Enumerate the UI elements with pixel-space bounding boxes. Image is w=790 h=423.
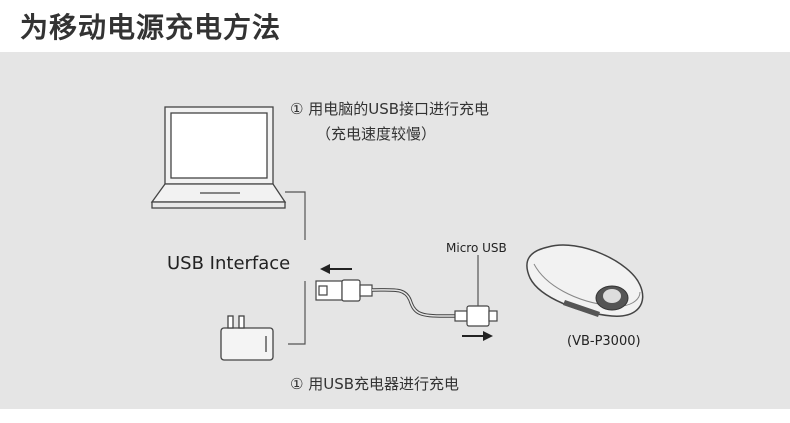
usb-interface-label: USB Interface [167,253,291,274]
laptop-icon [150,106,287,209]
left-arrow-icon [320,264,352,274]
right-arrow-icon [462,331,493,341]
power-bank-icon [526,244,644,317]
device-model-label: (VB-P3000) [567,334,641,349]
usb-a-plug-icon [315,279,373,302]
laptop-charging-note: （充电速度较慢） [316,125,437,143]
charger-charging-caption: ① 用USB充电器进行充电 [290,375,460,393]
instruction-panel [0,52,790,409]
laptop-charging-caption: ① 用电脑的USB接口进行充电 [290,100,490,118]
page-title: 为移动电源充电方法 [20,11,282,44]
micro-usb-label: Micro USB [446,241,507,255]
micro-usb-plug-icon [454,255,498,327]
connection-bracket [285,191,306,345]
usb-cable [371,288,455,318]
wall-charger-icon [220,315,274,361]
